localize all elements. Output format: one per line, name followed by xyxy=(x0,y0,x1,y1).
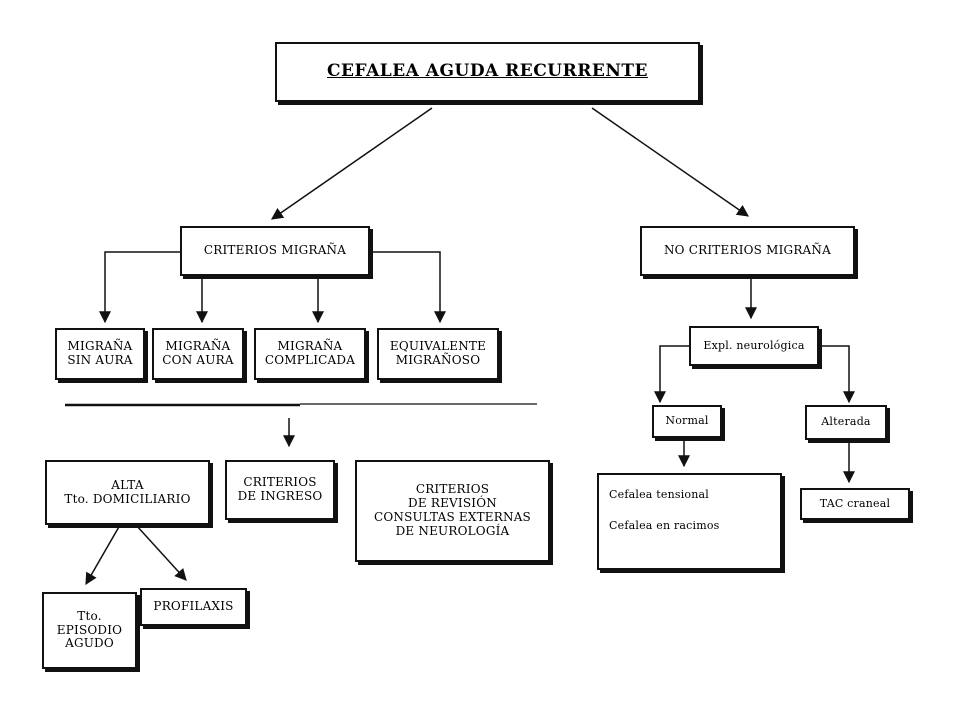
connector-criterios-to-equivalente xyxy=(368,251,446,324)
arrow-alta-to-profilaxis xyxy=(135,524,187,581)
normal-result-node: Cefalea tensional Cefalea en racimos xyxy=(597,473,782,570)
criterios-revision-node: CRITERIOS DE REVISIÓN CONSULTAS EXTERNAS… xyxy=(355,460,550,562)
alterada-node: Alterada xyxy=(805,405,887,440)
tto-episodio-agudo-node: Tto. EPISODIO AGUDO xyxy=(42,592,137,669)
expl-neurologica-node: Expl. neurológica xyxy=(689,326,819,366)
arrow-alta-to-episodio xyxy=(85,524,121,586)
migrana-sin-aura-node: MIGRAÑA SIN AURA xyxy=(55,328,145,380)
alta-node: ALTA Tto. DOMICILIARIO xyxy=(45,460,210,525)
arrow-root-to-no-criterios xyxy=(591,107,749,217)
profilaxis-node: PROFILAXIS xyxy=(140,588,247,626)
connector-expl-to-alterada xyxy=(818,345,855,404)
no-criterios-migrana-node: NO CRITERIOS MIGRAÑA xyxy=(640,226,855,276)
criterios-migrana-node: CRITERIOS MIGRAÑA xyxy=(180,226,370,276)
root-node: CEFALEA AGUDA RECURRENTE xyxy=(275,42,700,102)
connector-criterios-to-sin-aura xyxy=(99,251,182,324)
migrana-con-aura-node: MIGRAÑA CON AURA xyxy=(152,328,244,380)
arrow-root-to-criterios xyxy=(271,107,433,220)
normal-node: Normal xyxy=(652,405,722,438)
equivalente-migranoso-node: EQUIVALENTE MIGRAÑOSO xyxy=(377,328,499,380)
connector-expl-to-normal xyxy=(654,345,690,404)
criterios-ingreso-node: CRITERIOS DE INGRESO xyxy=(225,460,335,520)
migrana-complicada-node: MIGRAÑA COMPLICADA xyxy=(254,328,366,380)
tac-craneal-node: TAC craneal xyxy=(800,488,910,520)
